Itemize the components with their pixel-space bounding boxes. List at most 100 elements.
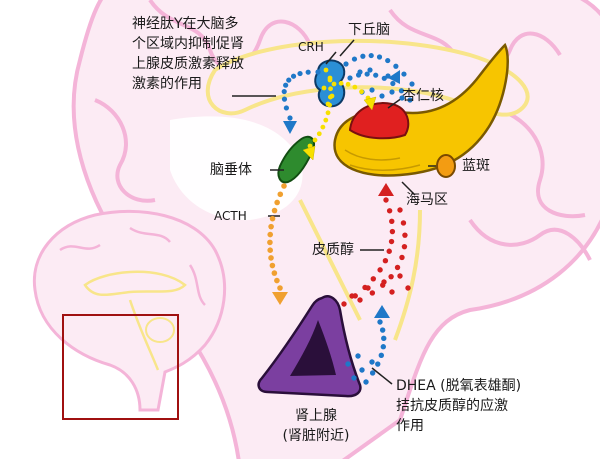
cortisol-dot-20 <box>400 220 407 226</box>
yellow-dots <box>307 67 371 149</box>
crh-dot-29 <box>379 93 385 99</box>
cortisol-dot-5 <box>382 257 389 264</box>
crh-dots <box>281 52 415 121</box>
cortisol-dot-16 <box>394 264 401 271</box>
crh-dot-3 <box>290 73 297 79</box>
crh-dot-32 <box>357 69 363 75</box>
crh-dot-18 <box>409 81 415 87</box>
acth-dot-0 <box>281 183 287 189</box>
yellow-dot-6 <box>320 124 326 130</box>
arrowhead-pituitary <box>302 145 316 161</box>
cortisol-dot-21 <box>397 207 403 213</box>
yellow-dot-7 <box>316 131 322 137</box>
crh-dot-24 <box>390 80 396 87</box>
dhea-dot-7 <box>377 319 383 325</box>
yellow-dot-20 <box>325 101 331 107</box>
crh-dot-9 <box>287 115 293 121</box>
acth-dot-8 <box>267 247 273 253</box>
yellow-dot-11 <box>338 80 344 86</box>
acth-label: ACTH <box>214 209 247 223</box>
crh-dot-0 <box>315 69 321 75</box>
arrowhead-crh-right <box>388 70 400 84</box>
npy-crh-note-line-3: 上腺皮质激素释放 <box>132 56 244 72</box>
crh-dot-1 <box>305 69 311 75</box>
cortisol-dot-8 <box>389 228 396 235</box>
crh-dot-6 <box>281 88 287 95</box>
npy-crh-note-line-2: 个区域内抑制促肾 <box>132 36 244 52</box>
cortisol-dot-24 <box>381 279 387 285</box>
leader-lines <box>232 39 436 385</box>
cortisol-dot-23 <box>365 285 371 291</box>
crh-dot-16 <box>393 63 399 69</box>
npy-crh-note: 神经肽Y在大脑多 个区域内抑制促肾 上腺皮质激素释放 激素的作用 <box>132 14 292 94</box>
acth-dot-1 <box>277 191 284 198</box>
cortisol-dot-26 <box>389 289 395 295</box>
acth-dot-12 <box>274 277 280 284</box>
yellow-dot-5 <box>323 117 329 123</box>
npy-crh-note-line-1: 神经肽Y在大脑多 <box>132 16 239 32</box>
cortisol-dot-27 <box>405 285 411 291</box>
dhea-label-line-2: 拮抗皮质醇的应激 <box>396 398 508 414</box>
crh-dot-15 <box>385 57 391 64</box>
acth-dot-6 <box>267 231 274 238</box>
cortisol-dot-25 <box>397 273 403 279</box>
arrowhead-yellow-right <box>363 96 377 111</box>
cortisol-dot-10 <box>386 208 393 214</box>
inset-highlight-box <box>62 314 179 420</box>
amygdala-label: 杏仁核 <box>402 88 444 104</box>
acth-dot-9 <box>268 255 274 261</box>
cortisol-dot-11 <box>383 197 389 203</box>
adrenal-label: 肾上腺 (肾脏附近) <box>256 406 376 446</box>
crh-dot-10 <box>343 61 349 67</box>
dhea-dot-10 <box>369 359 375 365</box>
cortisol-dot-15 <box>388 273 394 280</box>
yellow-dot-14 <box>359 89 364 95</box>
cortisol-dot-6 <box>386 248 392 254</box>
yellow-dot-18 <box>321 85 327 91</box>
amygdala-shape <box>348 102 410 140</box>
dhea-dot-4 <box>380 344 387 350</box>
adrenal-label-line-2: (肾脏附近) <box>282 428 350 444</box>
crh-dot-5 <box>283 82 289 88</box>
dhea-label-line-3: 作用 <box>396 418 424 434</box>
crh-dot-7 <box>281 96 288 102</box>
crh-dot-14 <box>376 54 383 60</box>
cortisol-dot-19 <box>402 232 408 238</box>
locus-coeruleus-shape <box>436 154 456 178</box>
locus-coeruleus-label: 蓝斑 <box>462 158 490 174</box>
crh-dot-30 <box>389 89 395 95</box>
acth-dot-11 <box>271 270 278 276</box>
acth-dot-3 <box>271 207 278 214</box>
crh-dot-23 <box>381 75 387 81</box>
crh-dot-25 <box>398 88 405 94</box>
yellow-dot-19 <box>329 93 335 99</box>
crh-dot-28 <box>369 87 375 93</box>
hypothalamus-shape <box>314 59 346 108</box>
crh-dot-33 <box>367 67 373 73</box>
acth-dot-13 <box>277 285 283 291</box>
pituitary-label: 脑垂体 <box>210 162 252 178</box>
yellow-dot-8 <box>312 137 318 143</box>
crh-dot-31 <box>399 95 405 101</box>
cortisol-label: 皮质醇 <box>312 242 354 258</box>
dhea-label: DHEA (脱氧表雄酮) 拮抗皮质醇的应激 作用 <box>396 376 586 436</box>
yellow-dot-1 <box>328 86 333 92</box>
hypothalamus-label: 下丘脑 <box>348 22 390 38</box>
cortisol-dot-13 <box>369 290 376 296</box>
arrowhead-crh-left <box>283 121 297 134</box>
yellow-dot-17 <box>327 75 333 81</box>
dhea-dot-1 <box>369 370 376 376</box>
dhea-dot-11 <box>345 361 351 367</box>
npy-crh-note-line-4: 激素的作用 <box>132 76 202 92</box>
dhea-dot-9 <box>359 367 365 373</box>
crh-dot-21 <box>364 71 370 77</box>
crh-dot-17 <box>401 71 407 77</box>
cortisol-dot-0 <box>341 301 347 307</box>
cortisol-dot-7 <box>388 238 395 245</box>
crh-dot-11 <box>351 56 358 62</box>
dhea-dot-5 <box>381 335 387 342</box>
dhea-dot-2 <box>375 361 381 367</box>
yellow-dot-4 <box>325 110 331 116</box>
hippocampus-label: 海马区 <box>406 192 448 208</box>
acth-dot-2 <box>274 199 280 206</box>
